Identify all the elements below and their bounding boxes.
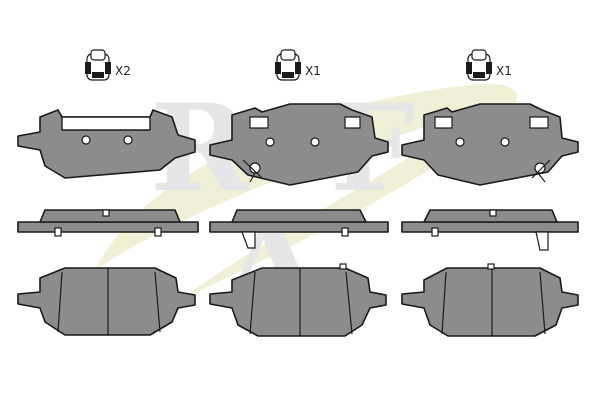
car-wheel-icon xyxy=(275,49,301,81)
car-wheel-icon xyxy=(85,49,111,81)
pad-3-friction-view xyxy=(401,263,579,337)
pad-2-pin-hole-right xyxy=(310,137,320,147)
pad-1-back-view xyxy=(17,109,196,179)
pad-2-friction-view xyxy=(209,263,387,337)
pad-2-side-view xyxy=(209,209,389,249)
pad-3-side-view xyxy=(401,209,579,251)
pad-2-pin-hole-left xyxy=(265,137,275,147)
quantity-label: X1 xyxy=(305,64,321,78)
pad-2-back-view xyxy=(209,103,389,186)
car-wheel-icon xyxy=(466,49,492,81)
quantity-group-3: X1 xyxy=(466,49,512,81)
pad-3-wear-sensor xyxy=(534,162,546,174)
quantity-group-1: X2 xyxy=(85,49,131,81)
quantity-label: X2 xyxy=(115,64,131,78)
pad-3-pin-hole-left xyxy=(455,137,465,147)
pad-1-pin-hole-left xyxy=(81,135,91,145)
quantity-group-2: X1 xyxy=(275,49,321,81)
pad-1-pin-hole-right xyxy=(123,135,133,145)
quantity-label: X1 xyxy=(496,64,512,78)
pad-3-pin-hole-right xyxy=(500,137,510,147)
pad-3-back-view xyxy=(401,103,579,186)
pad-1-friction-view xyxy=(17,267,196,336)
pad-1-side-view xyxy=(17,209,199,237)
